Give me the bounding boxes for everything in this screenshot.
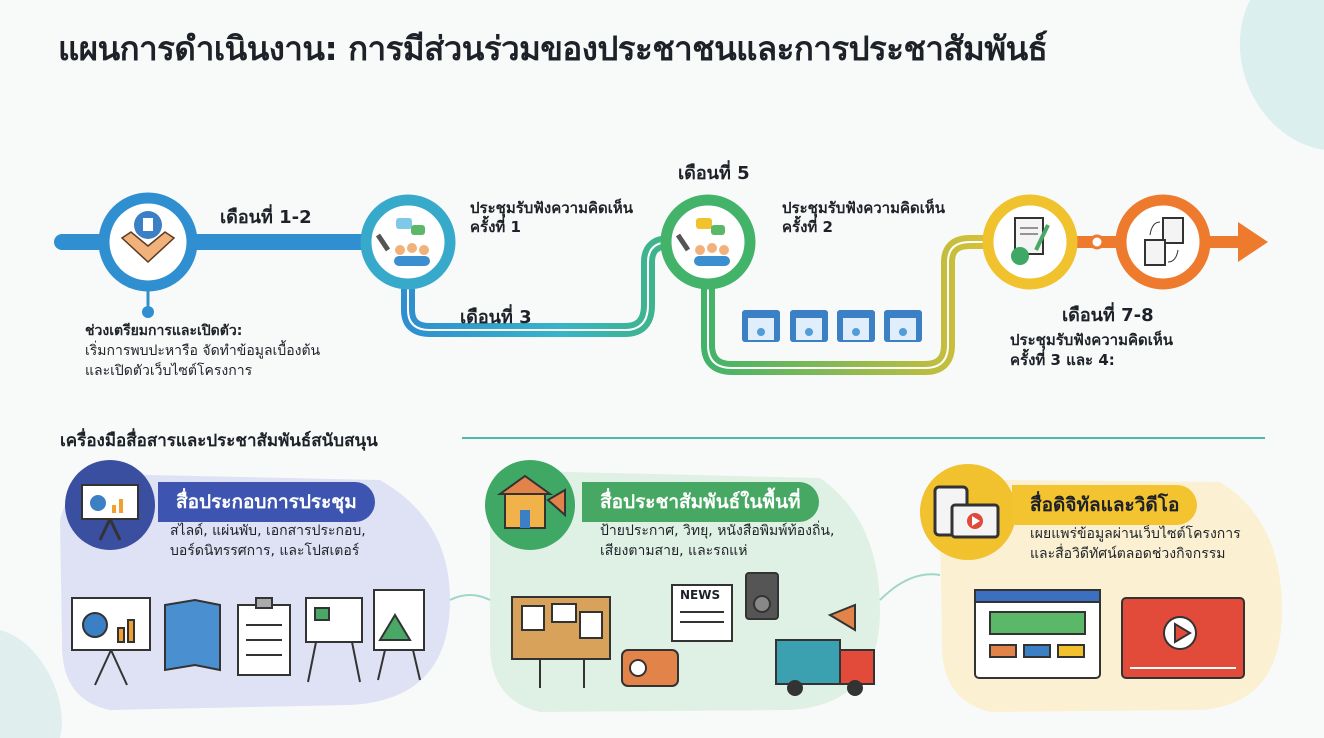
- prep-line-2: และเปิดตัวเว็บไซต์โครงการ: [85, 363, 253, 379]
- meeting-media-title: สื่อประกอบการประชุม: [158, 482, 375, 522]
- month-7-8-label: เดือนที่ 7-8: [1062, 305, 1154, 326]
- milestone-prep: [98, 192, 198, 292]
- meeting-2-line-1: ประชุมรับฟังความคิดเห็น: [782, 199, 946, 217]
- meeting-media-illustrations: [71, 589, 425, 686]
- meeting-3-4-line-1: ประชุมรับฟังความคิดเห็น: [1010, 331, 1174, 349]
- meeting-3-4-line-2: ครั้งที่ 3 และ 4:: [1010, 351, 1115, 369]
- meeting-1-line-2: ครั้งที่ 1: [470, 218, 521, 236]
- digital-media-line-2: และสื่อวิดีทัศน์ตลอดช่วงกิจกรรม: [1030, 546, 1226, 562]
- prep-title: ช่วงเตรียมการและเปิดตัว:: [85, 323, 243, 339]
- digital-media-line-1: เผยแพร่ข้อมูลผ่านเว็บไซต์โครงการ: [1030, 526, 1241, 542]
- month-3-label: เดือนที่ 3: [460, 307, 532, 328]
- documents-exchange-icon: [1144, 217, 1184, 266]
- milestone-meeting-2: [660, 194, 756, 290]
- milestone-documents-exchange: [1115, 194, 1211, 290]
- meeting-media-line-1: สไลด์, แผ่นพับ, เอกสารประกอบ,: [170, 523, 366, 539]
- milestone-meeting-1: [360, 194, 456, 290]
- presentation-board-icon: [81, 484, 139, 541]
- tent-meetings-icons: [742, 310, 922, 342]
- tools-heading: เครื่องมือสื่อสารและประชาสัมพันธ์สนับสนุ…: [60, 431, 378, 451]
- meeting-media-line-2: บอร์ดนิทรรศการ, และโปสเตอร์: [170, 543, 360, 559]
- prep-line-1: เริ่มการพบปะหารือ จัดทำข้อมูลเบื้องต้น: [85, 343, 321, 359]
- local-media-illustrations: [511, 572, 875, 696]
- month-5-label: เดือนที่ 5: [678, 163, 750, 184]
- arrow-head-icon: [1238, 222, 1268, 262]
- meeting-2-line-2: ครั้งที่ 2: [782, 218, 833, 236]
- month-1-2-label: เดือนที่ 1-2: [220, 207, 312, 228]
- local-media-line-1: ป้ายประกาศ, วิทยุ, หนังสือพิมพ์ท้องถิ่น,: [600, 523, 835, 539]
- devices-video-icon: [933, 485, 1000, 539]
- local-media-line-2: เสียงตามสาย, และรถแห่: [600, 543, 748, 559]
- newspaper-news-label: NEWS: [680, 588, 721, 602]
- building-megaphone-icon: [496, 474, 566, 529]
- document-approval-icon: [1011, 217, 1050, 265]
- digital-media-title: สื่อดิจิทัลและวิดีโอ: [1012, 485, 1198, 525]
- milestone-document: [982, 194, 1078, 290]
- local-media-title: สื่อประชาสัมพันธ์ในพื้นที่: [582, 482, 819, 522]
- card-blob-meeting: [60, 474, 450, 710]
- corner-blob: [0, 630, 62, 738]
- microphone-audience-icon: [375, 218, 430, 266]
- timeline-dot: [142, 306, 154, 318]
- corner-blob: [1239, 0, 1324, 150]
- microphone-audience-icon: [675, 218, 730, 266]
- handshake-icon: [120, 211, 176, 264]
- page-title: แผนการดำเนินงาน: การมีส่วนร่วมของประชาชน…: [58, 29, 1048, 68]
- digital-media-illustrations: [974, 589, 1245, 679]
- meeting-1-line-1: ประชุมรับฟังความคิดเห็น: [470, 199, 634, 217]
